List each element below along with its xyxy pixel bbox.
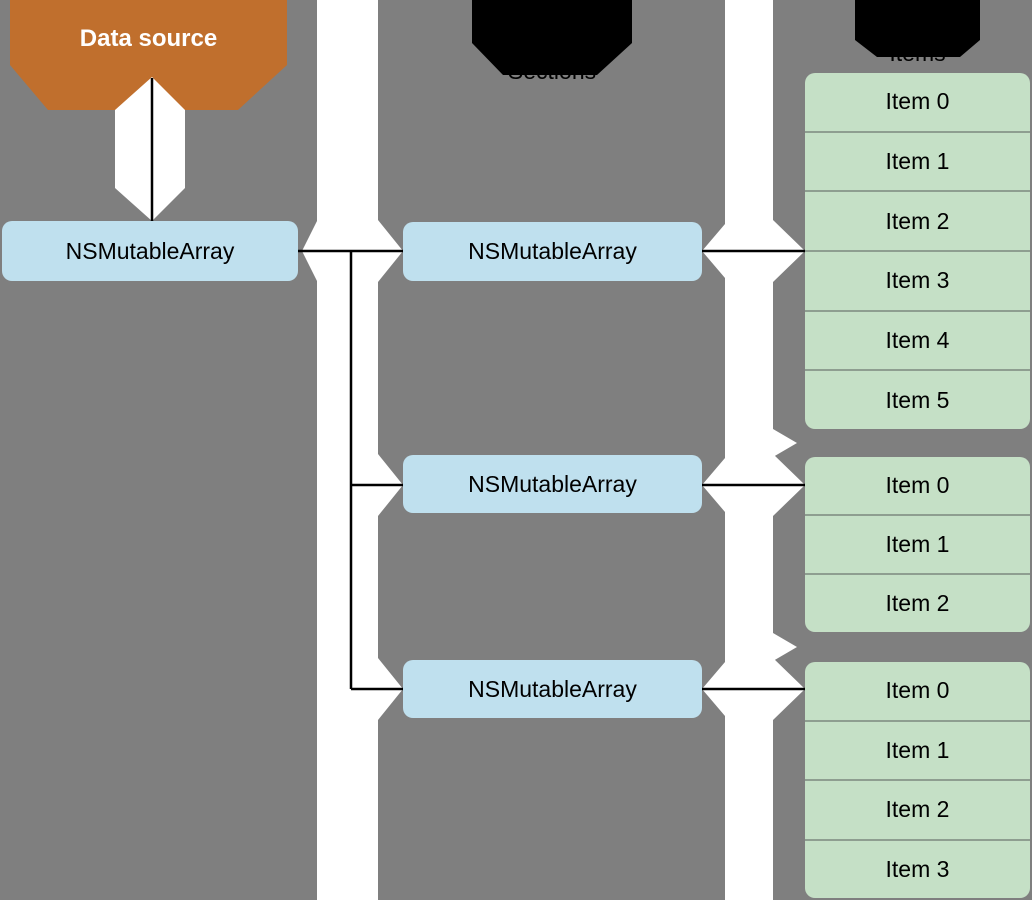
item-group-1: Item 0 Item 1 Item 2 (805, 457, 1030, 632)
white-band-items (702, 0, 805, 900)
data-source-shape (10, 0, 287, 110)
item-cell: Item 1 (805, 719, 1030, 780)
item-cell: Item 2 (805, 779, 1030, 839)
section-array-box-2: NSMutableArray (403, 660, 702, 718)
sections-tab-shape (472, 0, 632, 75)
item-cell: Item 1 (805, 130, 1030, 191)
item-cell: Item 4 (805, 309, 1030, 370)
connector-lines (150, 78, 805, 691)
sections-label: Sections (507, 57, 597, 84)
white-band-sections (302, 0, 403, 900)
data-source-label: Data source (79, 25, 218, 52)
item-cell: Item 3 (805, 838, 1030, 899)
items-tab-shape (855, 0, 980, 57)
item-group-0: Item 0 Item 1 Item 2 Item 3 Item 4 Item … (805, 73, 1030, 429)
item-cell: Item 5 (805, 369, 1030, 429)
item-cell: Item 2 (805, 190, 1030, 250)
item-cell: Item 1 (805, 514, 1030, 573)
data-source-arrow (115, 77, 185, 221)
item-cell: Item 0 (885, 472, 950, 498)
section-array-box-1: NSMutableArray (403, 455, 702, 513)
items-label: Items (889, 39, 946, 66)
item-cell: Item 0 (885, 677, 950, 704)
item-group-2: Item 0 Item 1 Item 2 Item 3 (805, 662, 1030, 898)
section-array-box-0: NSMutableArray (403, 222, 702, 281)
item-cell: Item 3 (805, 250, 1030, 310)
item-cell: Item 0 (885, 88, 950, 115)
master-array-box: NSMutableArray (2, 221, 298, 281)
item-cell: Item 2 (805, 573, 1030, 632)
